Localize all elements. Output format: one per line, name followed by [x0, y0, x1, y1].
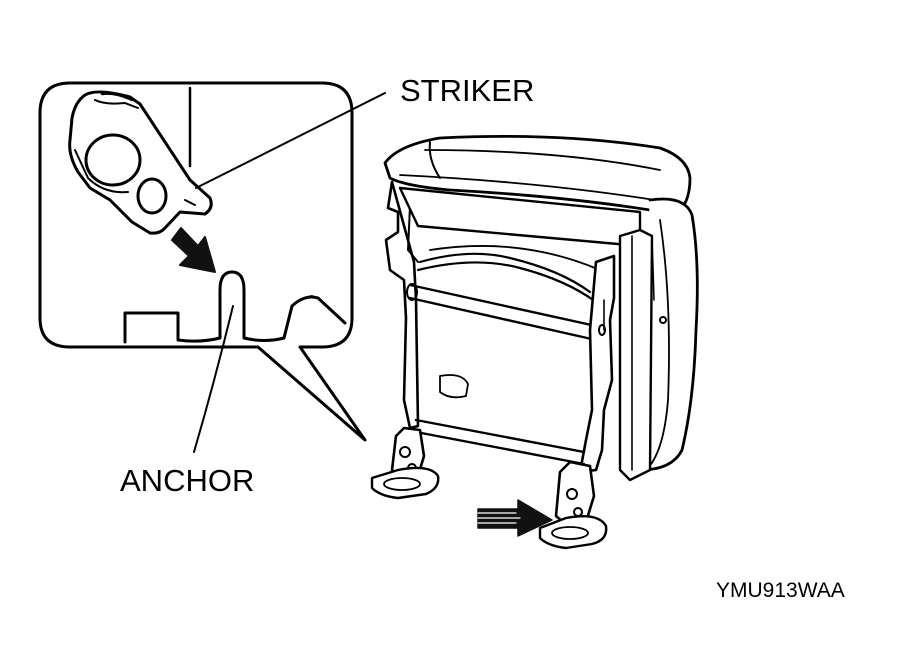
- figure-code-label: YMU913WAA: [716, 579, 845, 602]
- striker-small-hole: [136, 177, 168, 215]
- striker-large-hole: [84, 133, 142, 187]
- striker-label: STRIKER: [400, 73, 535, 108]
- left-anchor-plate: [370, 466, 440, 500]
- right-anchor-plate: [538, 515, 608, 550]
- striker-detail: [68, 90, 213, 235]
- anchor-label: ANCHOR: [120, 463, 255, 498]
- detail-direction-arrow: [171, 227, 216, 273]
- detail-callout: [38, 81, 367, 442]
- striker-leader-line: [195, 92, 386, 189]
- seat-assembly: [370, 134, 699, 550]
- anchor-leader-line: [193, 305, 234, 453]
- anchor-detail: [123, 270, 347, 344]
